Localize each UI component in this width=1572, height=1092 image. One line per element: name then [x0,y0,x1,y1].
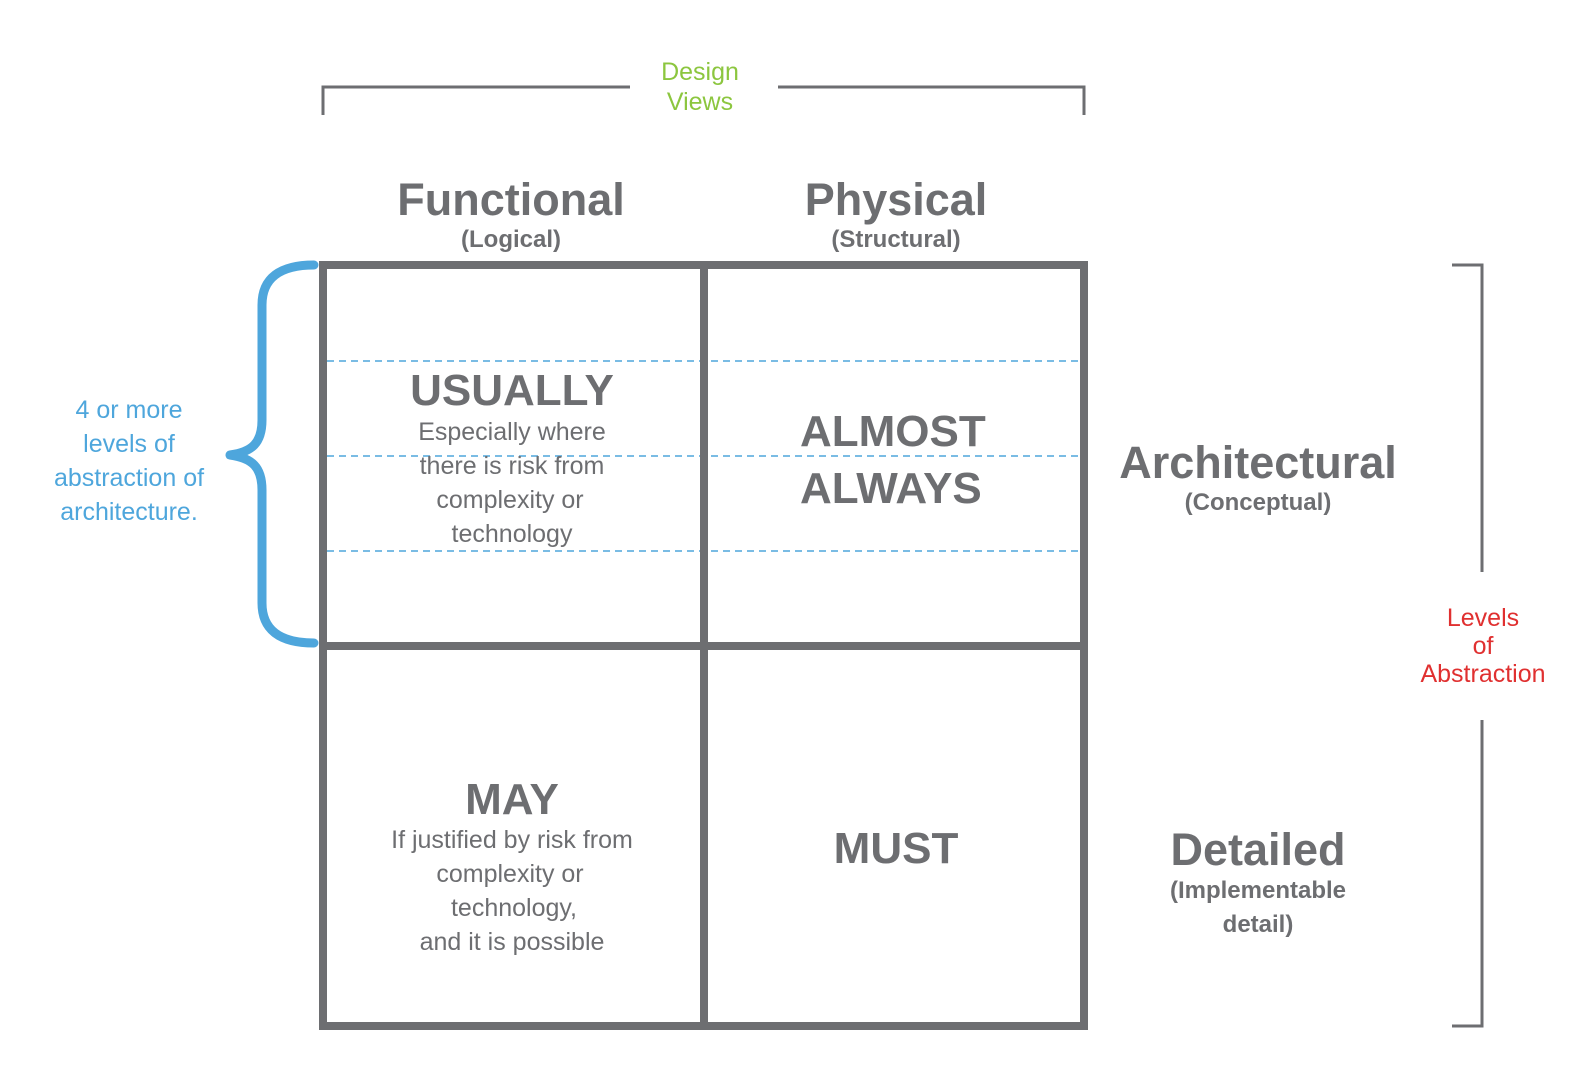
architecture-curly-brace [225,260,319,648]
design-views-bracket [321,85,1086,115]
cell-may-line-2: complexity or [436,860,583,888]
column-header-physical: Physical [805,174,988,225]
row-header-architectural: Architectural [1119,437,1397,488]
design-views-label-line1: Design [661,58,739,86]
architecture-note-line-3: abstraction of [54,464,204,492]
levels-of-abstraction-line-1: Levels [1447,604,1519,632]
cell-may-heading: MAY [465,775,559,824]
levels-of-abstraction-line-2: of [1473,632,1494,660]
column-header-functional: Functional [397,174,624,225]
cell-may-line-3: technology, [451,894,577,922]
cell-usually-line-3: complexity or [436,486,583,514]
architecture-note-line-2: levels of [83,430,175,458]
cell-must-heading: MUST [834,824,959,873]
architecture-note-line-1: 4 or more [76,396,183,424]
cell-may-line-1: If justified by risk from [391,826,633,854]
cell-usually-line-2: there is risk from [420,452,605,480]
levels-of-abstraction-line-3: Abstraction [1420,660,1545,688]
row-subheader-detailed-line-2: detail) [1223,911,1294,938]
cell-almost-always-line-1: ALMOST [800,407,986,456]
row-subheader-detailed-line-1: (Implementable [1170,877,1346,904]
architecture-note-line-4: architecture. [60,498,198,526]
cell-almost-always-line-2: ALWAYS [800,464,982,513]
cell-usually-heading: USUALLY [410,366,614,415]
design-views-label-line2: Views [667,88,733,116]
row-subheader-architectural: (Conceptual) [1185,489,1332,516]
levels-of-abstraction-bracket [1452,263,1484,1028]
row-header-detailed: Detailed [1170,824,1345,875]
cell-may-line-4: and it is possible [420,928,605,956]
column-subheader-physical: (Structural) [831,226,960,253]
cell-usually-line-1: Especially where [418,418,606,446]
matrix-grid [319,261,1088,1030]
column-subheader-functional: (Logical) [461,226,561,253]
cell-usually-line-4: technology [452,520,573,548]
